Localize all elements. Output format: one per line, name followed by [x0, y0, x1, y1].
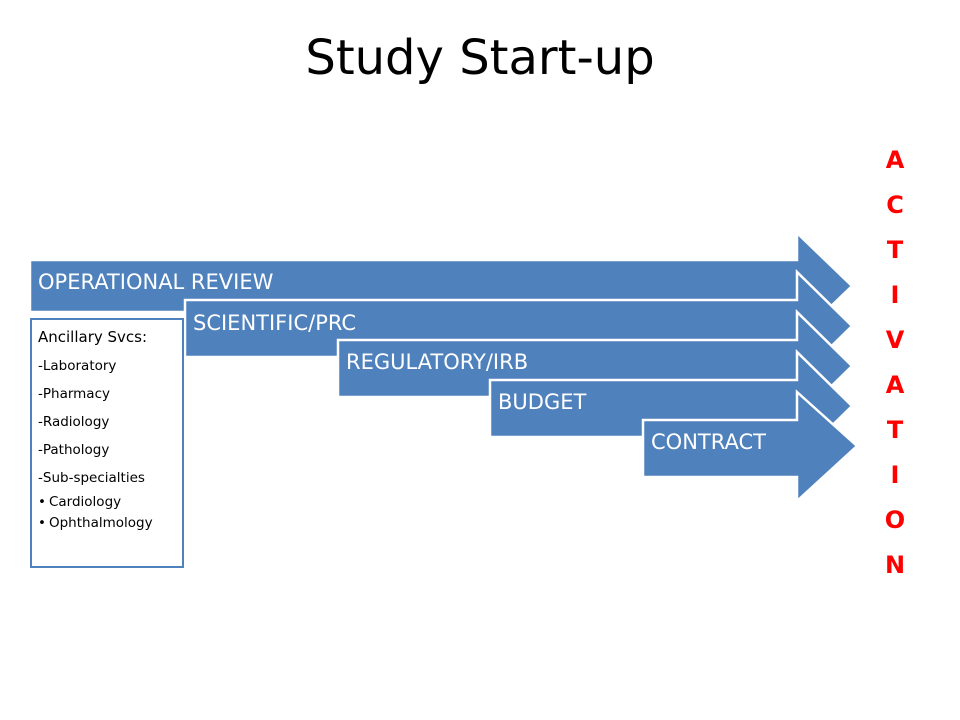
- activation-letter: O: [884, 506, 906, 534]
- activation-letter: A: [885, 146, 905, 174]
- activation-letter: V: [885, 326, 905, 354]
- arrow-contract: [641, 389, 859, 504]
- slide-title: Study Start-up: [305, 30, 655, 86]
- ancillary-item: -Radiology: [38, 414, 110, 430]
- ancillary-sub-item: Cardiology: [38, 492, 176, 513]
- activation-letter: C: [886, 191, 904, 219]
- activation-letter: A: [885, 371, 905, 399]
- ancillary-heading: Ancillary Svcs:: [38, 328, 148, 346]
- activation-vertical-text: A C T I V A T I O N: [880, 145, 910, 595]
- ancillary-item: -Sub-specialties: [38, 470, 145, 486]
- ancillary-item: -Pathology: [38, 442, 110, 458]
- arrow-label-budget: BUDGET: [498, 390, 587, 414]
- activation-letter: I: [890, 461, 900, 489]
- activation-letter: T: [886, 236, 904, 264]
- ancillary-item: -Pharmacy: [38, 386, 110, 402]
- ancillary-services-box: Ancillary Svcs: -Laboratory -Pharmacy -R…: [30, 318, 184, 568]
- activation-letter: I: [890, 281, 900, 309]
- ancillary-sub-item: Ophthalmology: [38, 513, 176, 534]
- activation-letter: N: [884, 551, 906, 579]
- ancillary-item: -Laboratory: [38, 358, 117, 374]
- arrow-label-scientific-prc: SCIENTIFIC/PRC: [193, 311, 357, 335]
- arrow-label-contract: CONTRACT: [651, 430, 766, 454]
- arrow-label-regulatory-irb: REGULATORY/IRB: [346, 350, 529, 374]
- arrow-label-operational-review: OPERATIONAL REVIEW: [38, 270, 274, 294]
- activation-letter: T: [886, 416, 904, 444]
